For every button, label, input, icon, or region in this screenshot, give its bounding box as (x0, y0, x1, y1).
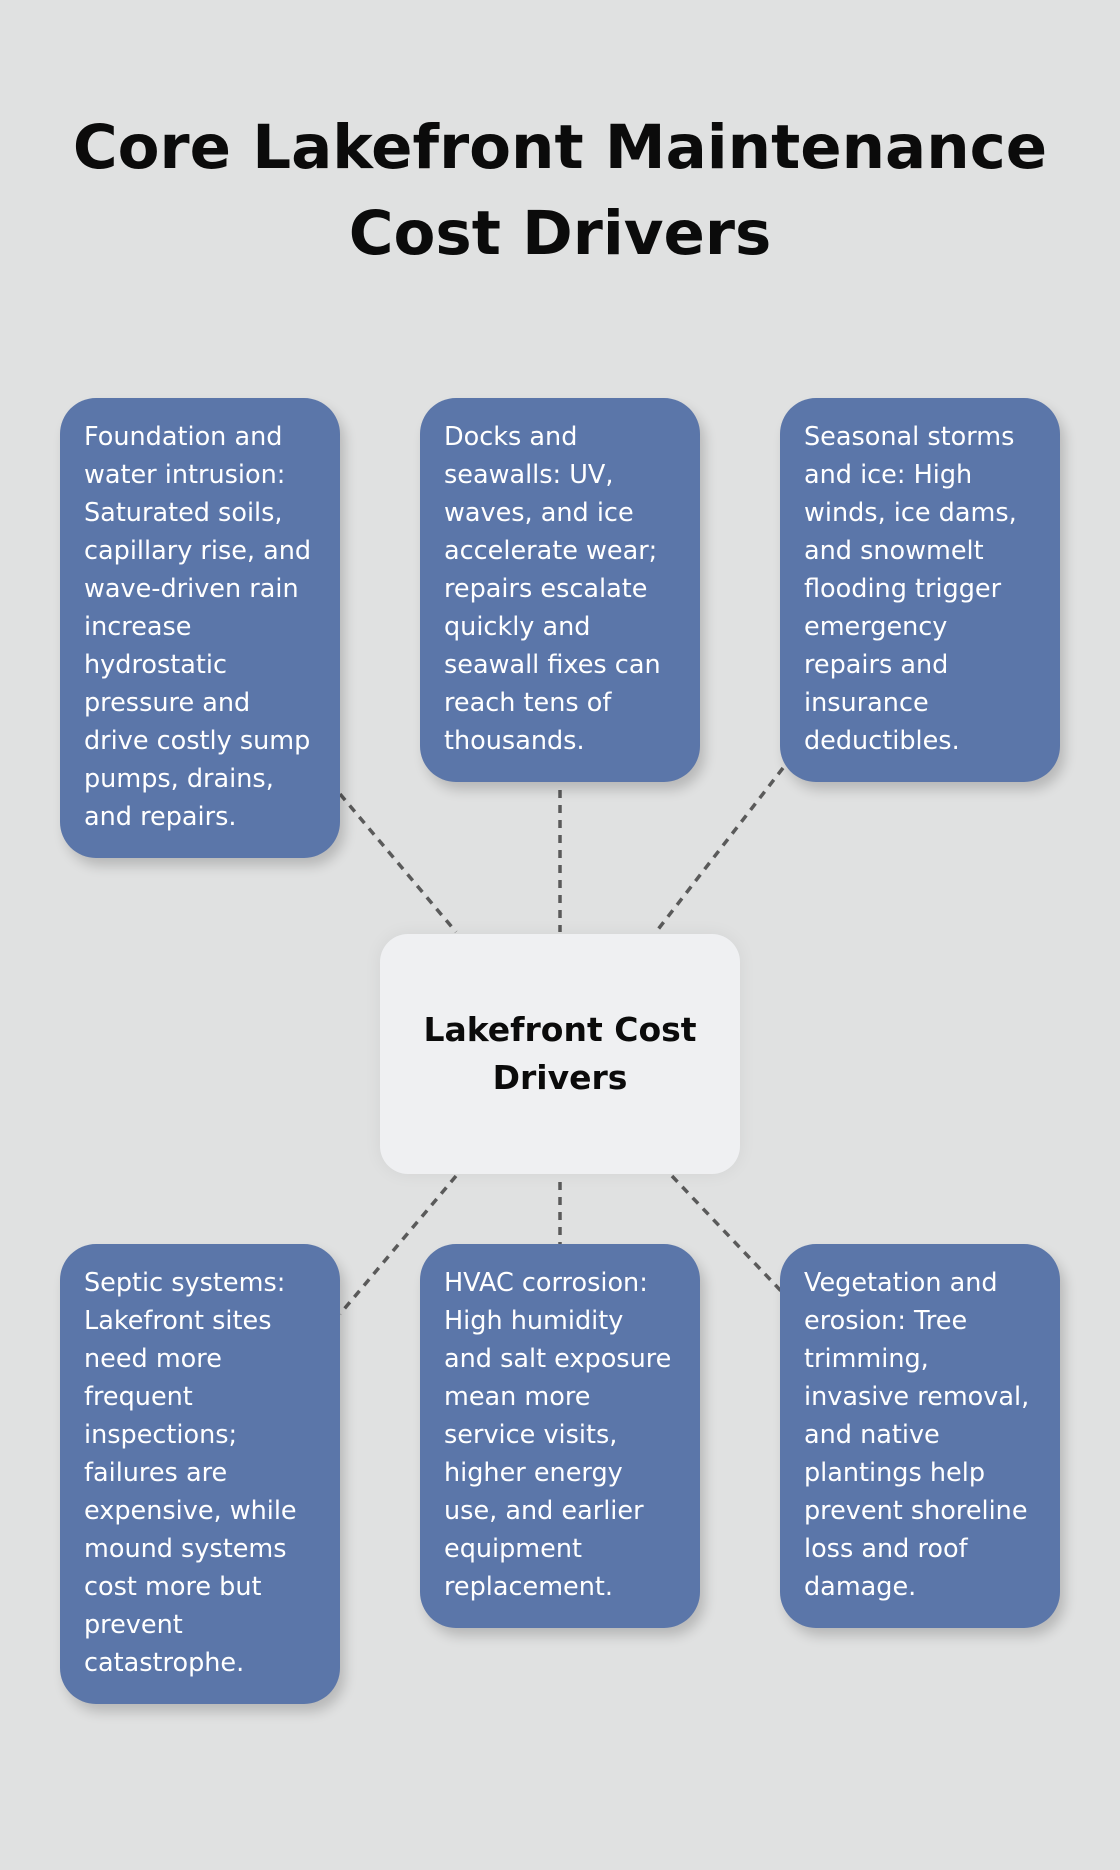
center-node-label: Lakefront Cost Drivers (423, 1010, 697, 1097)
cost-driver-card-storms: Seasonal storms and ice: High winds, ice… (780, 398, 1060, 782)
cost-driver-text: Septic systems: Lakefront sites need mor… (84, 1268, 297, 1678)
cost-driver-text: HVAC corrosion: High humidity and salt e… (444, 1268, 672, 1602)
diagram-title: Core Lakefront Maintenance Cost Drivers (72, 112, 1048, 269)
cost-driver-card-docks: Docks and seawalls: UV, waves, and ice a… (420, 398, 700, 782)
cost-driver-text: Vegetation and erosion: Tree trimming, i… (804, 1268, 1030, 1602)
center-node: Lakefront Cost Drivers (380, 934, 740, 1174)
cost-driver-card-hvac: HVAC corrosion: High humidity and salt e… (420, 1244, 700, 1628)
connector-line-septic (338, 1174, 458, 1316)
connector-line-foundation (338, 792, 458, 934)
cost-driver-card-septic: Septic systems: Lakefront sites need mor… (60, 1244, 340, 1704)
cost-driver-card-vegetation: Vegetation and erosion: Tree trimming, i… (780, 1244, 1060, 1628)
connector-line-storms (654, 766, 785, 934)
cost-driver-text: Docks and seawalls: UV, waves, and ice a… (444, 422, 661, 756)
cost-driver-text: Seasonal storms and ice: High winds, ice… (804, 422, 1017, 756)
cost-driver-card-foundation: Foundation and water intrusion: Saturate… (60, 398, 340, 858)
cost-driver-text: Foundation and water intrusion: Saturate… (84, 422, 312, 832)
connector-line-vegetation (670, 1174, 784, 1294)
